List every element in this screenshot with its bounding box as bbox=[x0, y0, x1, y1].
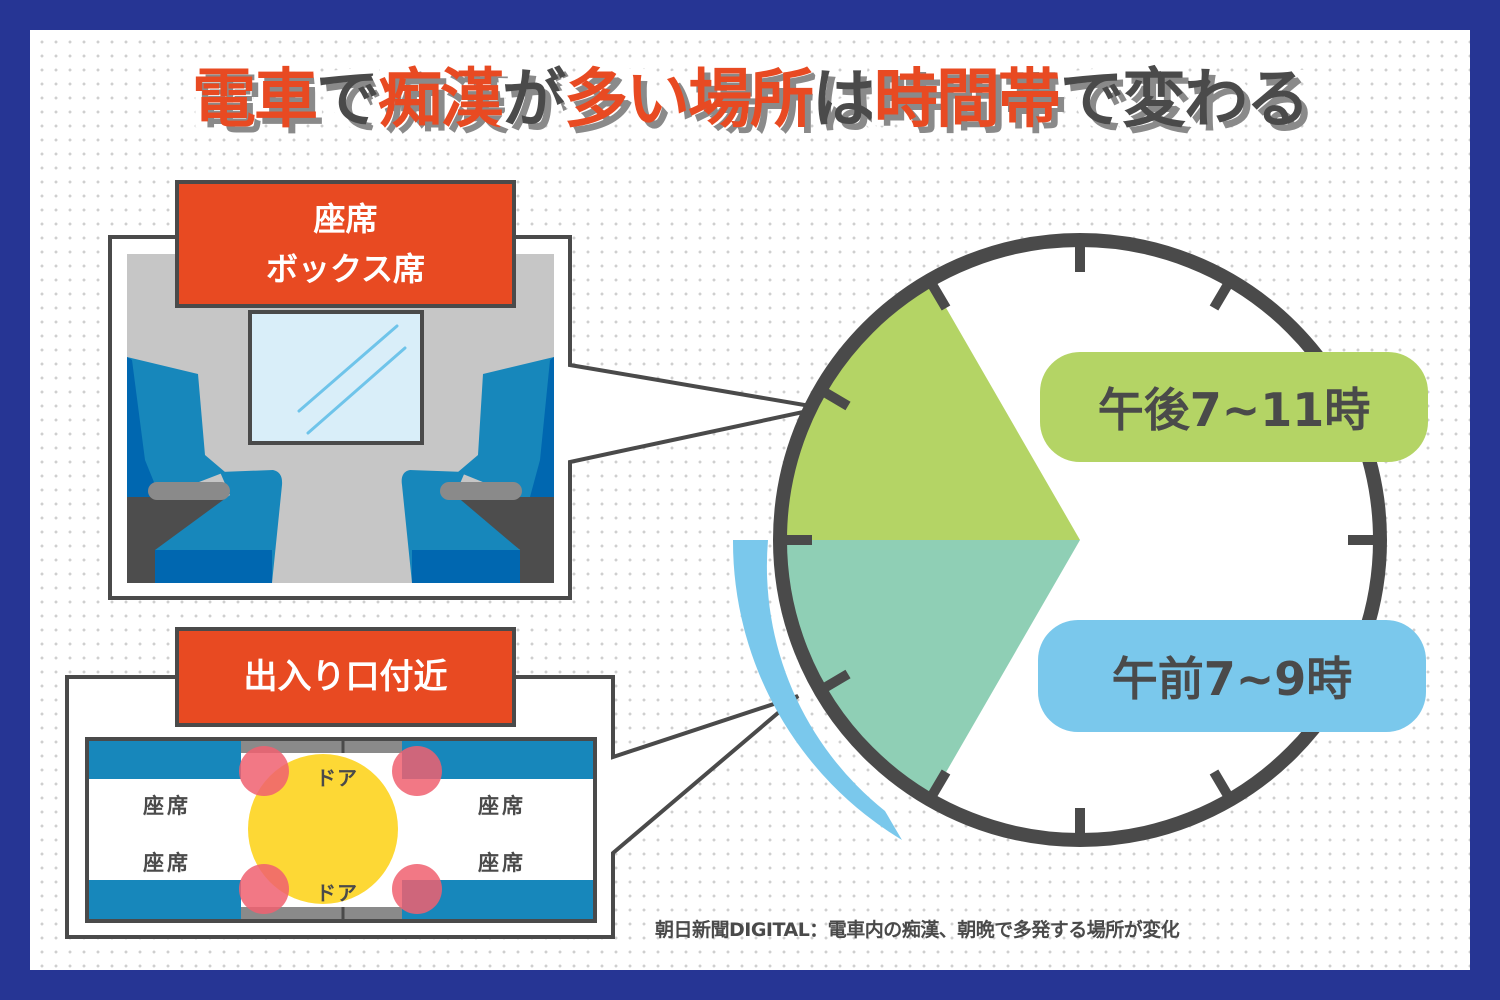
left-armrest bbox=[148, 482, 230, 500]
seats-label: 座席 ボックス席 bbox=[175, 180, 516, 308]
clock-rim bbox=[773, 233, 1387, 847]
seat-label: 座席 bbox=[143, 851, 191, 875]
title-segment: で変わる bbox=[1054, 57, 1316, 143]
seat-band-top-left bbox=[89, 741, 241, 779]
title-segment: は bbox=[806, 57, 882, 143]
hotspot bbox=[239, 864, 289, 914]
seat-label: 座席 bbox=[478, 851, 526, 875]
door-label: ドア bbox=[316, 766, 358, 790]
hotspot bbox=[392, 864, 442, 914]
door-bottom bbox=[241, 907, 402, 919]
title-segment: で bbox=[310, 57, 386, 143]
evening-time-label: 午後7~11時 bbox=[1097, 383, 1371, 437]
right-seat-back bbox=[458, 357, 554, 497]
right-armrest bbox=[440, 482, 522, 500]
doors-label-text: 出入り口付近 bbox=[243, 657, 448, 697]
page-title: 電車で痴漢が多い場所は時間帯で変わる bbox=[0, 57, 1500, 143]
clock bbox=[732, 233, 1387, 847]
morning-arc bbox=[732, 540, 902, 840]
doors-label: 出入り口付近 bbox=[175, 627, 516, 727]
hotspot bbox=[239, 746, 289, 796]
clock-ticks bbox=[787, 247, 1373, 833]
evening-time-badge: 午後7~11時 bbox=[1040, 352, 1428, 462]
title-segment: が bbox=[496, 57, 572, 143]
left-seat-back bbox=[127, 357, 225, 497]
door-area-highlight bbox=[248, 754, 398, 904]
seat-band-bottom-left bbox=[89, 880, 241, 919]
box-seat-illustration bbox=[127, 254, 554, 583]
door-label: ドア bbox=[316, 881, 358, 905]
title-segment: 多い場所 bbox=[558, 57, 820, 143]
title-segment: 痴漢 bbox=[372, 57, 510, 143]
seat-label: 座席 bbox=[478, 794, 526, 818]
door-top bbox=[241, 741, 402, 753]
seats-label-line1: 座席 bbox=[313, 200, 378, 238]
morning-time-label: 午前7~9時 bbox=[1111, 652, 1353, 706]
source-citation: 朝日新聞DIGITAL：電車内の痴漢、朝晩で多発する場所が変化 bbox=[655, 919, 1180, 941]
title-segment: 時間帯 bbox=[868, 57, 1068, 143]
train-floor-plan bbox=[85, 737, 597, 923]
title-segment: 電車 bbox=[186, 57, 324, 143]
seat-label: 座席 bbox=[143, 794, 191, 818]
morning-time-badge: 午前7~9時 bbox=[1038, 620, 1426, 732]
hotspot bbox=[392, 746, 442, 796]
seats-label-line2: ボックス席 bbox=[265, 250, 426, 288]
